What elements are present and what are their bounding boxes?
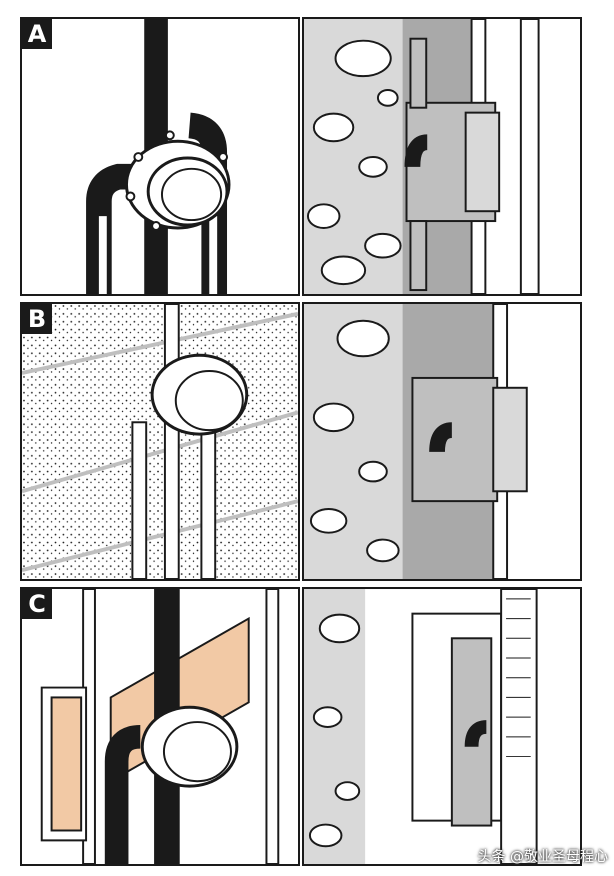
watermark-text: 头条 @敬业圣母程心 — [477, 849, 608, 865]
panel-b-perspective: B — [20, 302, 300, 581]
panel-b-section — [302, 302, 582, 581]
mounting-box-b — [150, 353, 249, 436]
panel-a-perspective: A — [20, 17, 300, 296]
step-label-c: C — [22, 589, 52, 619]
pipe-box-perspective-illustration — [86, 19, 231, 294]
mounting-box-c — [140, 705, 239, 788]
pipe-box-perspective-illustration-b — [22, 304, 298, 579]
wall-section-illustration-c — [304, 589, 538, 864]
pipe-box-frame-illustration — [40, 589, 280, 864]
step-label-b: B — [22, 304, 52, 334]
panel-c-perspective: C — [20, 587, 300, 866]
step-label-a: A — [22, 19, 52, 49]
wall-section-illustration-a — [304, 19, 540, 294]
wall-section-illustration-b — [304, 304, 528, 579]
mounting-box — [125, 130, 231, 231]
panel-c-section — [302, 587, 582, 866]
panel-a-section — [302, 17, 582, 296]
